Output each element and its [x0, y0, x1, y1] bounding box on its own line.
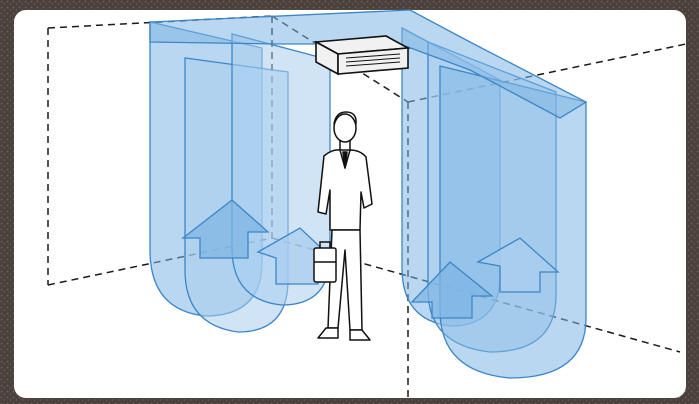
ac-grille-line [345, 53, 401, 59]
person-left-shoe [317, 327, 339, 339]
businessman-icon [317, 111, 373, 341]
ac-grille-line [345, 61, 401, 67]
person-right-shoe [349, 329, 371, 341]
person-neck [339, 140, 351, 151]
person-tie [342, 151, 348, 169]
airflow-arrow-icon [181, 199, 270, 259]
person-hair [333, 111, 357, 125]
ac-grille-line [345, 57, 401, 63]
room-edge [271, 237, 681, 353]
airflow-arrow-icon [410, 261, 494, 319]
briefcase-handle [319, 241, 331, 248]
airflow-loop-right-outer [439, 65, 587, 379]
airflow-ceiling-band [149, 9, 588, 119]
ceiling-ac-unit-icon [313, 35, 411, 76]
person-head [333, 113, 357, 143]
person-jacket [317, 149, 373, 231]
briefcase-icon [313, 241, 337, 283]
airflow-arrow-icon [476, 237, 560, 293]
briefcase-body [313, 247, 337, 283]
ac-unit-grille [345, 53, 401, 67]
